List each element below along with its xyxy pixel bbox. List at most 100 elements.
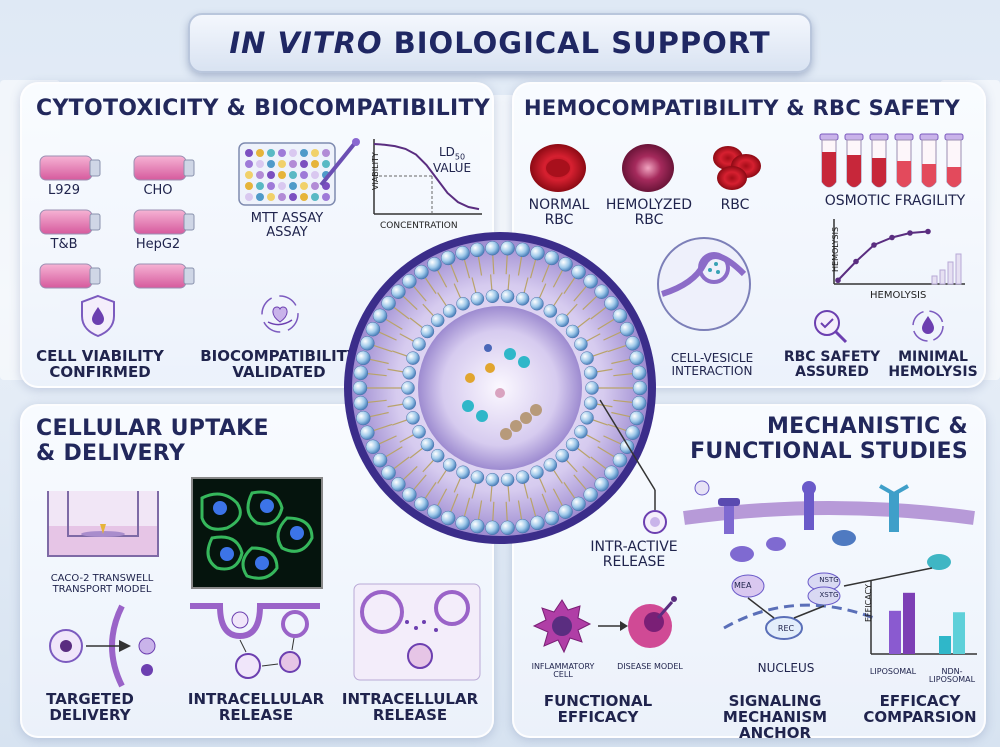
well: [245, 149, 253, 157]
lipid-head: [580, 411, 594, 425]
lipid-head: [360, 425, 375, 440]
page-title: IN VITRO BIOLOGICAL SUPPORT: [229, 26, 771, 60]
release-callout: [599, 399, 667, 534]
tube-cap: [944, 133, 964, 141]
lipid-head: [530, 245, 545, 261]
lipid-head: [470, 518, 485, 534]
lipid-head: [515, 518, 530, 534]
efficacy-bar: [903, 592, 915, 654]
lipid-head: [402, 396, 417, 410]
hemolyzed-rbc-icon: [622, 144, 674, 192]
data-point: [907, 230, 913, 236]
receptor-icon: [718, 498, 740, 534]
well: [256, 149, 264, 157]
hemolysis-chart: HEMOLYSIS HEMOLYSIS: [831, 219, 965, 301]
xstg-label: XSTG: [819, 591, 839, 599]
lipid-head: [594, 477, 609, 492]
lipid-head: [485, 472, 500, 487]
lipid-head: [555, 313, 570, 328]
cell-vesicle-magnifier: [657, 237, 751, 331]
shield-icon: [81, 294, 115, 338]
lipid-head: [406, 411, 420, 425]
lipid-head: [530, 515, 545, 531]
lipid-head: [500, 289, 515, 304]
lipid-head: [544, 250, 560, 266]
lipid-head: [631, 395, 647, 411]
lipid-head: [583, 366, 598, 380]
lipid-head: [372, 452, 388, 468]
lipid-head: [442, 304, 457, 318]
lipid-head: [530, 296, 544, 311]
well: [278, 160, 286, 168]
lipid-head: [381, 296, 396, 311]
rec-label: REC: [777, 624, 795, 633]
data-point: [889, 234, 895, 241]
tube-cap: [894, 133, 914, 141]
nstg-label: NSTG: [819, 576, 839, 584]
receptor-icon: [802, 481, 816, 530]
well: [322, 160, 330, 168]
viability-curve: [373, 143, 480, 211]
magnifier-check-icon: [814, 310, 848, 344]
flask-icon: [39, 263, 101, 289]
lipid-head: [585, 381, 599, 395]
well: [256, 160, 264, 168]
efficacy-chart: EFFICACY: [864, 581, 977, 655]
lipid-head: [612, 308, 628, 324]
tube-cap: [869, 133, 889, 141]
lipid-head: [420, 324, 435, 339]
lipid-head: [455, 515, 470, 531]
well: [311, 193, 319, 201]
tube-fill: [947, 167, 961, 187]
lipid-head: [412, 337, 426, 351]
disease-model-icon: [628, 596, 677, 648]
lipid-head: [500, 472, 515, 487]
well: [245, 171, 253, 179]
flask-icon: [39, 209, 101, 235]
lipid-head: [353, 395, 369, 411]
cytotoxicity-title: CYTOTOXICITY & BIOCOMPATIBILITY: [36, 96, 491, 121]
targeted-delivery-icon: [49, 604, 156, 688]
drop-icon: [912, 310, 944, 342]
osmotic-label: OSMOTIC FRAGILITY: [824, 193, 966, 209]
lipid-head: [365, 439, 381, 455]
well: [256, 193, 264, 201]
bar: [955, 253, 962, 285]
tube-fill: [922, 164, 936, 187]
lipid-head: [414, 496, 429, 512]
lipid-head: [391, 477, 406, 492]
lipid-head: [391, 284, 406, 299]
cell-flasks-graphic: [39, 155, 195, 289]
tube-fill: [872, 158, 886, 187]
well: [267, 182, 275, 190]
hemo-title: HEMOCOMPATIBILITY & RBC SAFETY: [524, 96, 961, 120]
lipid-head: [470, 292, 485, 306]
well: [300, 193, 308, 201]
well: [256, 182, 264, 190]
endocytosis-icon: [190, 603, 320, 679]
flask-icon: [133, 155, 195, 181]
lipid-head: [574, 425, 588, 439]
lipid-head: [456, 465, 470, 480]
cell-line-label: HepG2: [135, 237, 181, 252]
lipid-head: [456, 296, 470, 311]
data-point: [925, 228, 931, 235]
well: [322, 149, 330, 157]
lipid-head: [543, 304, 558, 318]
normal-rbc-icon: [530, 144, 586, 192]
flask-icon: [39, 155, 101, 181]
lipid-head: [583, 396, 598, 410]
well: [300, 160, 308, 168]
lipid-head: [356, 350, 371, 366]
well: [311, 171, 319, 179]
lipid-head: [571, 496, 586, 512]
